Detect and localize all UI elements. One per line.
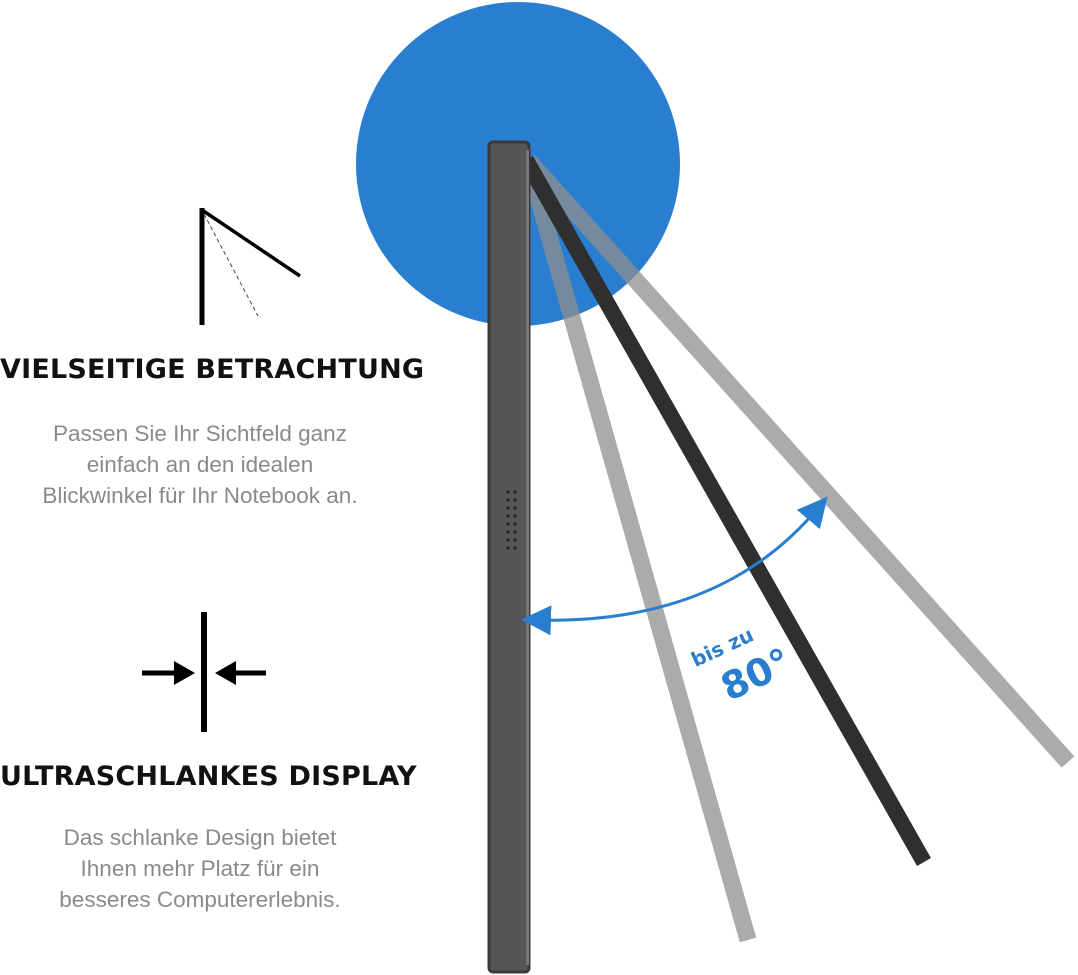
screen-side-view — [487, 140, 531, 974]
feature-description-thin: Das schlanke Design bietet Ihnen mehr Pl… — [0, 822, 400, 915]
tilt-position-light-2 — [521, 154, 1075, 768]
feature-heading-thin: ULTRASCHLANKES DISPLAY — [0, 761, 417, 792]
feature-description-viewing: Passen Sie Ihr Sichtfeld ganz einfach an… — [0, 418, 400, 511]
tilt-angle-arc — [521, 496, 828, 636]
tilt-position-dark — [519, 156, 931, 866]
monitor-tilt-illustration: bis zu 80° — [356, 2, 1075, 974]
description-line: einfach an den idealen — [86, 452, 314, 477]
description-line: Blickwinkel für Ihr Notebook an. — [42, 483, 358, 508]
speaker-grill — [506, 490, 517, 550]
description-line: Das schlanke Design bietet — [63, 825, 337, 850]
feature-heading-viewing: VIELSEITIGE BETRACHTUNG — [0, 354, 425, 385]
viewing-angle-icon — [199, 208, 301, 325]
description-line: Passen Sie Ihr Sichtfeld ganz — [53, 421, 347, 446]
description-line: Ihnen mehr Platz für ein — [80, 856, 320, 881]
description-line: besseres Computererlebnis. — [59, 887, 341, 912]
thin-profile-icon — [142, 612, 266, 732]
